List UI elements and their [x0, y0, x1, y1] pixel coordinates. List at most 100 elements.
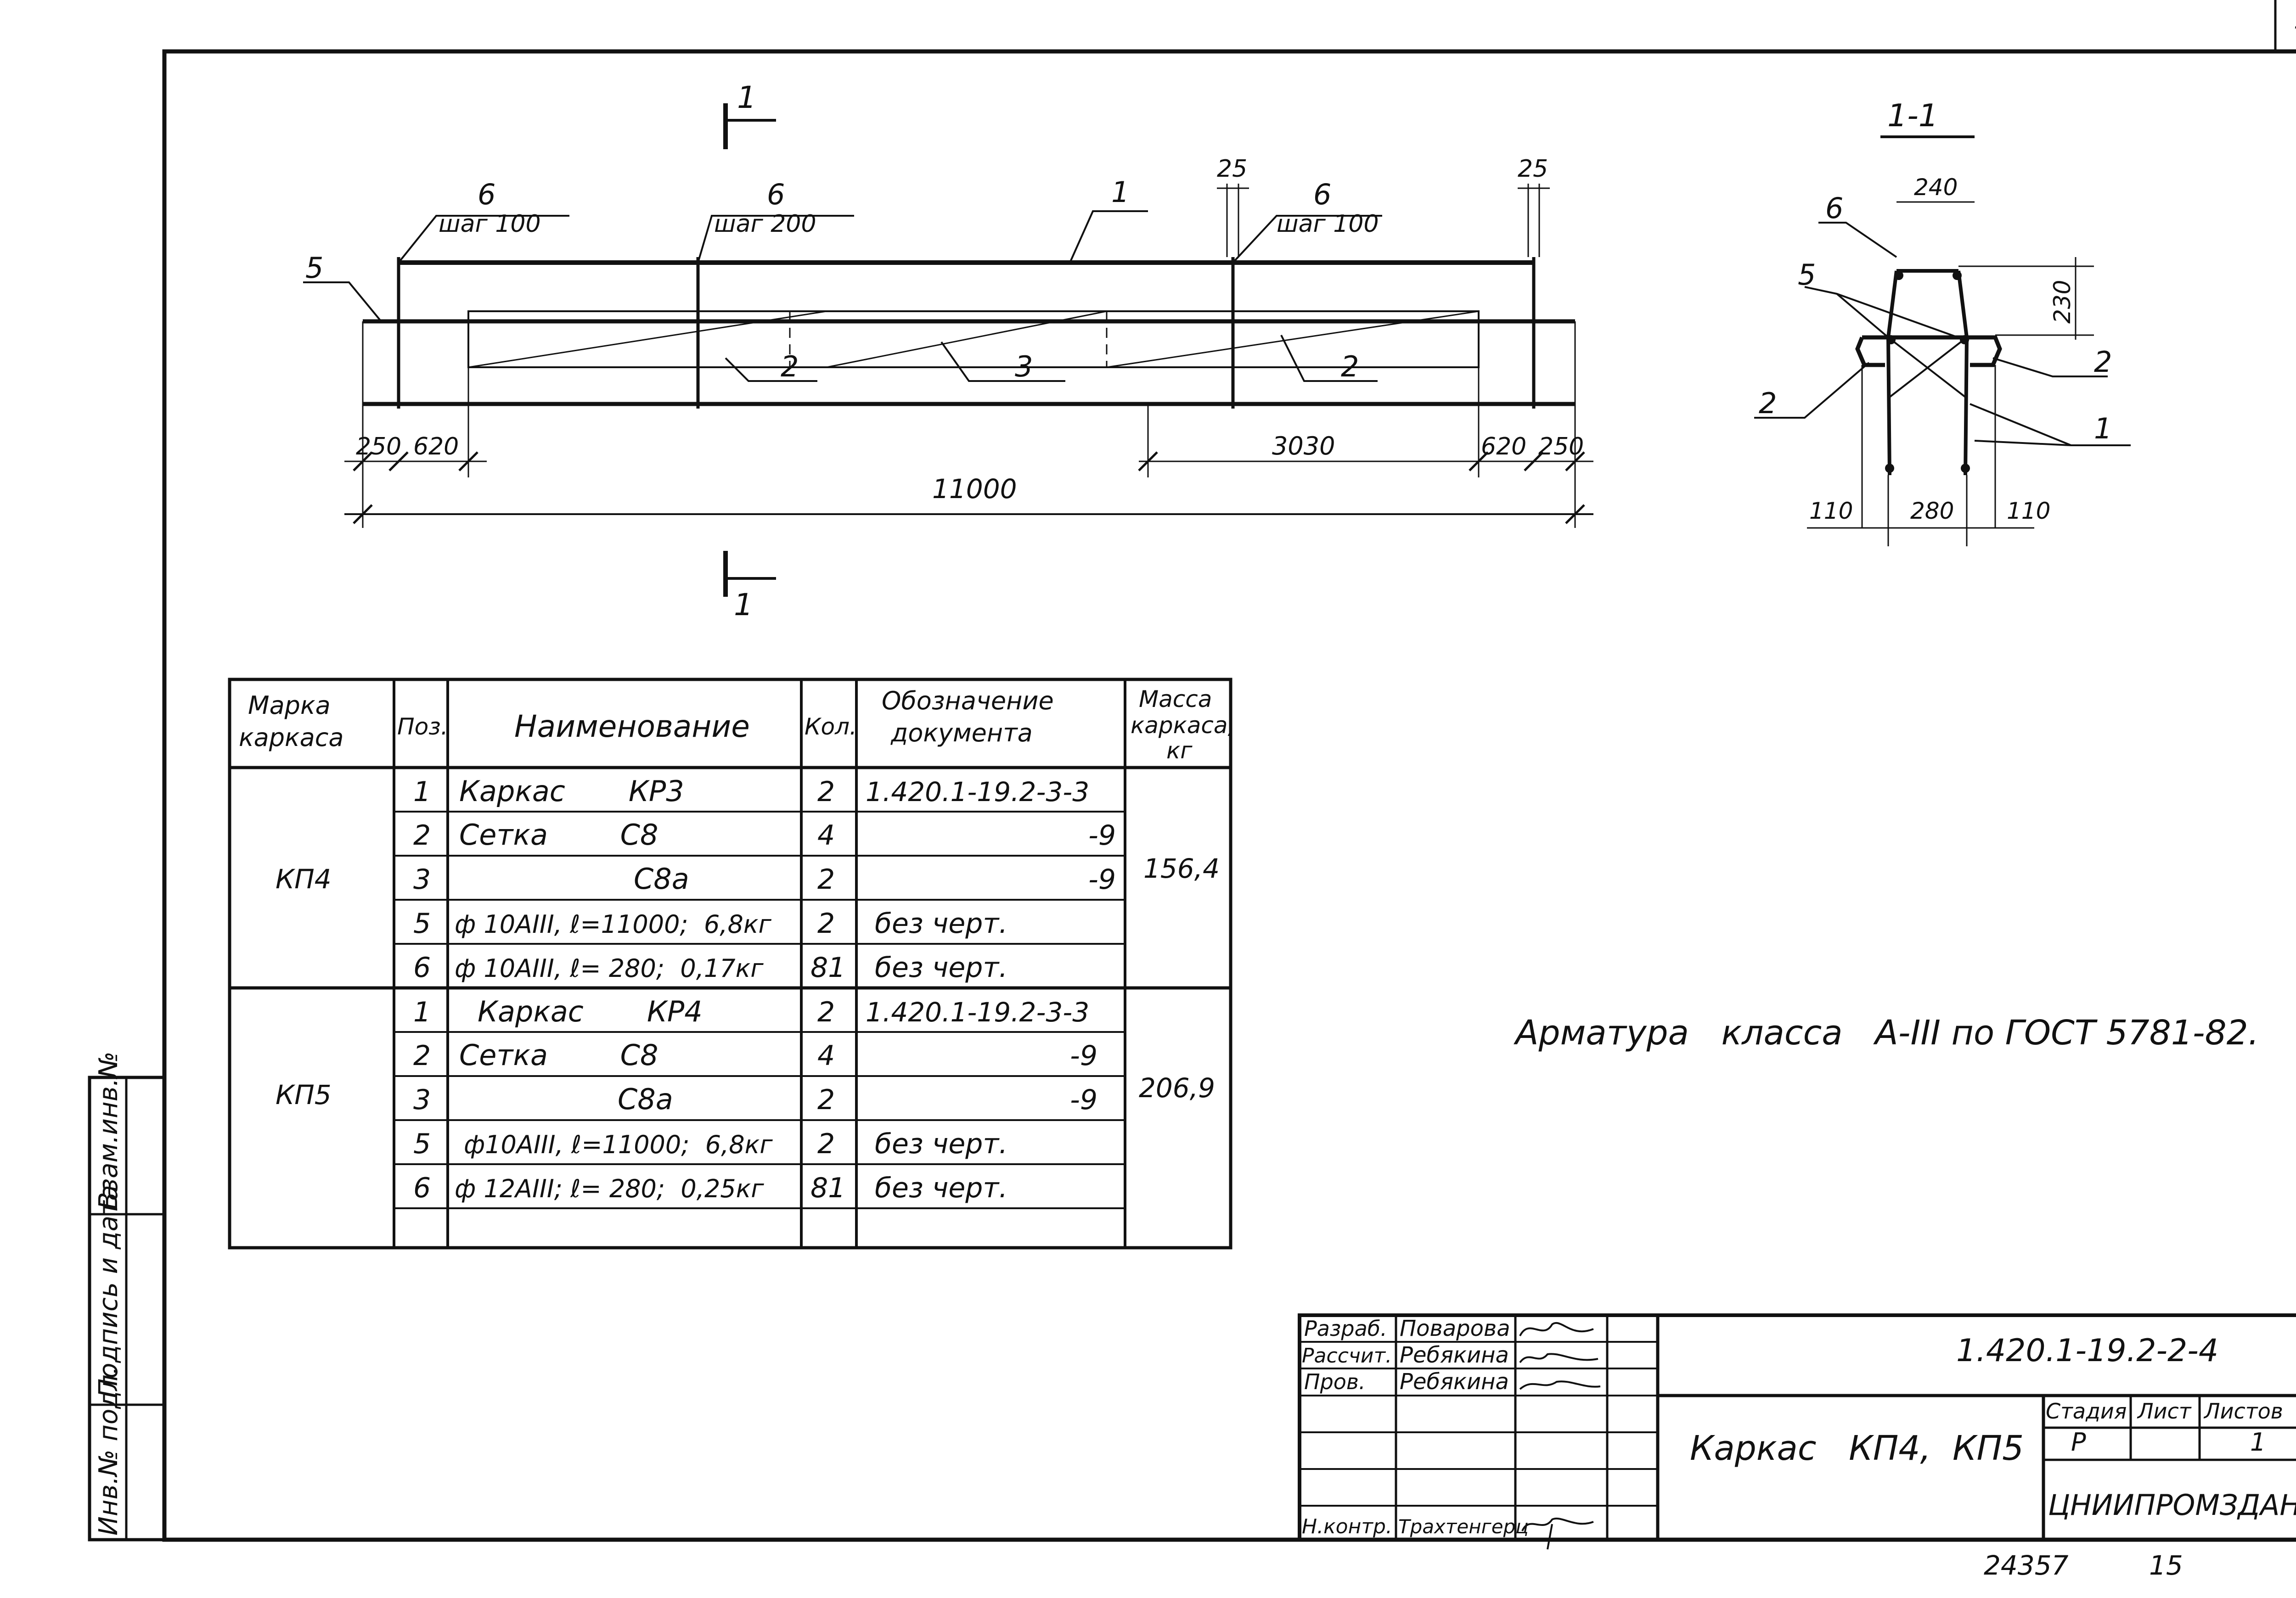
group-1-mark: КП4 [276, 863, 332, 895]
dim-250-right: 250 [1538, 433, 1584, 460]
header-qty: Кол. [805, 713, 857, 740]
side-stamp-sign: Подпись и дата [94, 1185, 124, 1398]
cell-qty: 2 [817, 908, 835, 940]
dim-250-left: 250 [356, 433, 401, 460]
leader-p2-right: 2 [1280, 335, 1378, 383]
corner-number: 14 [2294, 4, 2296, 35]
role-label: Пров. [1304, 1369, 1366, 1394]
section-label-p2-right: 2 [2094, 345, 2112, 379]
table-row: 3 С8а 2 -9 [413, 862, 1116, 896]
dim-total-11000: 11000 [932, 473, 1017, 505]
stage-label: Стадия [2046, 1399, 2127, 1424]
cell-pos: 5 [413, 1128, 431, 1160]
section-dim-110-left: 110 [1809, 498, 1853, 524]
section-label-p5: 5 [1798, 258, 1816, 292]
elevation-view: 1 1 6 [303, 80, 1593, 622]
table-row: 3 С8а 2 -9 [413, 1082, 1097, 1116]
cell-qty: 81 [810, 1172, 845, 1204]
section-label-p6: 6 [1825, 191, 1843, 225]
header-mass-3: кг [1166, 737, 1193, 764]
leader-p6-right: 6 шаг 100 [1232, 178, 1382, 264]
cell-qty: 4 [817, 1040, 835, 1072]
cell-qty: 2 [817, 863, 835, 896]
organization-name: ЦНИИПРОМЗДАНИЙ [2048, 1488, 2296, 1522]
role-label: Рассчит. [1302, 1344, 1392, 1368]
sheets-value: 1 [2250, 1428, 2266, 1457]
cell-name: Каркас КР4 [478, 995, 703, 1028]
dim-25-right: 25 [1518, 155, 1550, 189]
header-mark-2: каркаса [239, 723, 343, 752]
header-mass-1: Масса [1139, 686, 1212, 712]
section-cut-bottom-label: 1 [734, 587, 753, 622]
leader-p5: 5 [303, 251, 382, 322]
role-name: Трахтенгерц [1398, 1515, 1529, 1538]
table-row: 1 Каркас КР4 2 1.420.1-19.2-3-3 [413, 995, 1089, 1028]
signature-marks [1519, 1322, 1601, 1550]
cell-doc: без черт. [875, 952, 1007, 984]
section-1-1: 1-1 240 230 110 280 110 [1754, 98, 2131, 546]
side-stamp: Инв.№ подл. Подпись и дата Взам.инв.№ [94, 1051, 124, 1536]
role-label: Разраб. [1304, 1316, 1387, 1341]
section-cut-top: 1 [723, 80, 776, 149]
cell-name: ф 10АIII, ℓ= 280; 0,17кг [455, 954, 764, 983]
cell-doc: -9 [1088, 819, 1116, 852]
cell-pos: 5 [413, 908, 431, 940]
cell-pos: 1 [413, 776, 431, 808]
header-name: Наименование [514, 709, 750, 744]
cell-doc: 1.420.1-19.2-3-3 [866, 776, 1089, 807]
header-pos: Поз. [397, 713, 448, 740]
table-row: 2 Сетка С8 4 -9 [413, 818, 1116, 852]
label-p6-right-step: шаг 100 [1277, 210, 1379, 238]
leader-p3: 3 [940, 341, 1065, 383]
section-cut-bottom: 1 [723, 551, 776, 622]
label-p6-left: 6 [478, 178, 495, 211]
cell-name: ф 10АIII, ℓ=11000; 6,8кг [455, 910, 771, 939]
stage-value: Р [2071, 1428, 2086, 1457]
cell-pos: 6 [413, 1172, 431, 1204]
specification-table: Марка каркаса Поз. Наименование Кол. Обо… [228, 678, 1235, 1250]
header-doc-2: документа [890, 718, 1033, 747]
cell-doc: -9 [1070, 1040, 1097, 1072]
dim-3030: 3030 [1272, 432, 1335, 460]
group-2-mark: КП5 [276, 1079, 332, 1110]
cell-pos: 3 [413, 1084, 431, 1116]
table-row: 5 ф10АIII, ℓ=11000; 6,8кг 2 без черт. [413, 1128, 1007, 1160]
role-name: Ребякина [1400, 1342, 1509, 1368]
section-cut-top-label: 1 [737, 80, 756, 115]
cell-pos: 2 [413, 1040, 431, 1072]
section-dim-280: 280 [1910, 498, 1954, 524]
header-mass-2: каркаса, [1131, 712, 1235, 739]
title-block-row: Рассчит. Ребякина [1302, 1342, 1509, 1368]
rebar-class-note: Арматура класса А-III по ГОСТ 5781-82. [1514, 1013, 2259, 1053]
dim-620-right: 620 [1481, 433, 1526, 460]
role-name: Поварова [1400, 1316, 1510, 1341]
section-dim-230: 230 [2049, 280, 2076, 324]
leader-p6-left: 6 шаг 100 [398, 178, 569, 264]
label-p1: 1 [1111, 175, 1129, 209]
title-block-row: Н.контр. Трахтенгерц [1302, 1515, 1529, 1538]
section-label-p1: 1 [2094, 412, 2112, 445]
label-p2-right: 2 [1341, 350, 1359, 383]
cell-doc: -9 [1088, 863, 1116, 896]
label-p3: 3 [1015, 350, 1033, 383]
footer-inventory-number: 24357 [1984, 1550, 2069, 1581]
title-block: Разраб. Поварова Рассчит. Ребякина Пров.… [1298, 1313, 2296, 1550]
cell-doc: без черт. [875, 908, 1007, 940]
section-label-p2-left: 2 [1759, 387, 1777, 420]
cell-pos: 2 [413, 819, 431, 852]
cell-pos: 1 [413, 996, 431, 1028]
label-p6-left-step: шаг 100 [439, 210, 541, 238]
header-mark-1: Марка [248, 691, 331, 720]
label-p6-mid: 6 [767, 178, 785, 211]
label-p5: 5 [305, 251, 323, 285]
drawing-title: Каркас КП4, КП5 [1690, 1429, 2024, 1468]
role-label: Н.контр. [1302, 1515, 1392, 1538]
sheet-label: Лист [2137, 1399, 2192, 1424]
cell-name: ф 12АIII; ℓ= 280; 0,25кг [455, 1174, 764, 1203]
cell-doc: без черт. [875, 1128, 1007, 1160]
cell-qty: 2 [817, 1128, 835, 1160]
dim-25-right-value: 25 [1518, 155, 1548, 183]
leader-p1: 1 [1069, 175, 1148, 263]
role-name: Ребякина [1400, 1369, 1509, 1395]
cell-doc: без черт. [875, 1172, 1007, 1204]
